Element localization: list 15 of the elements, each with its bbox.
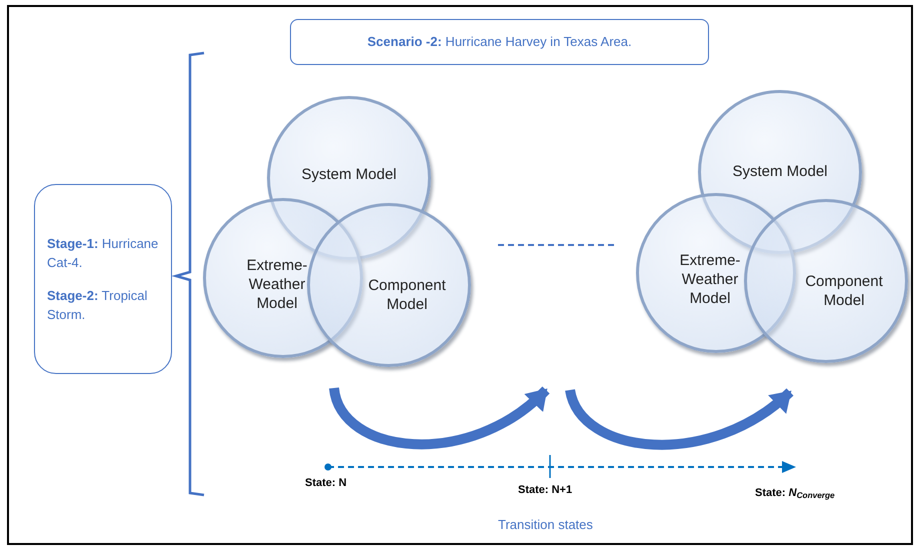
- model-label: Component Model: [804, 272, 884, 310]
- model-label: System Model: [301, 164, 397, 184]
- stage-text: Stage-1: Hurricane Cat-4.: [47, 235, 159, 272]
- model-label: Extreme-Weather Model: [246, 256, 308, 312]
- axis-caption: Transition states: [498, 516, 593, 534]
- state-label: State: N+1: [518, 483, 572, 498]
- state-label: State: N: [305, 476, 347, 491]
- model-label: Extreme-Weather Model: [678, 250, 742, 308]
- model-label: System Model: [732, 162, 828, 180]
- stage-text: Stage-2: Tropical Storm.: [47, 287, 148, 324]
- model-label: Component Model: [367, 276, 447, 314]
- stage-box: [34, 184, 172, 374]
- scenario-box: [290, 19, 709, 65]
- state-label: State: N$_{Converge}$: [755, 486, 835, 502]
- scenario-title: Scenario -2: Hurricane Harvey in Texas Area.: [367, 33, 632, 52]
